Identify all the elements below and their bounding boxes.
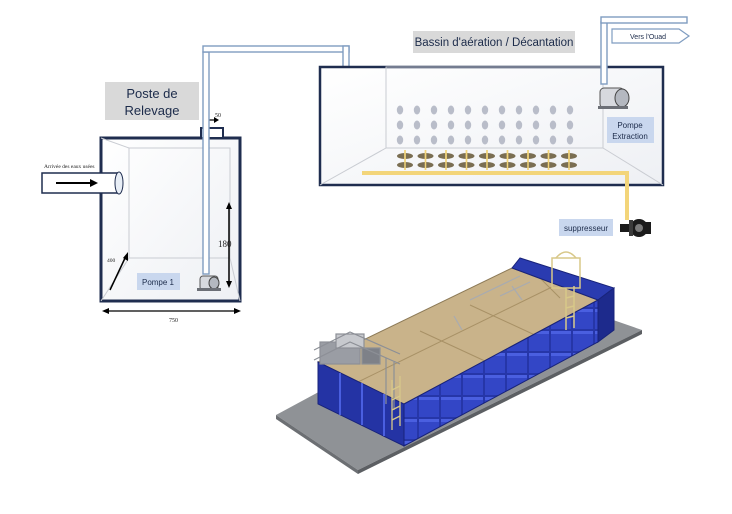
dim-height: 180 — [218, 239, 232, 249]
air-bubble — [413, 105, 421, 115]
ladder-left — [391, 376, 401, 430]
air-bubble — [549, 105, 557, 115]
poste-de-relevage: Poste de Relevage 50 Arrivée des eaux us… — [41, 82, 242, 324]
dim-depth: 400 — [107, 258, 116, 264]
pompe-extraction-label-line1: Pompe — [617, 121, 643, 130]
air-bubble — [498, 105, 506, 115]
transfer-pipe — [202, 45, 352, 275]
air-bubble — [481, 120, 489, 130]
inlet-label: Arrivée des eaux usées — [44, 164, 95, 170]
bassin-aeration: Bassin d'aération / Décantation Vers l'O… — [318, 16, 691, 237]
poste-tank-back-wall — [128, 147, 231, 259]
air-bubble — [515, 135, 523, 145]
air-bubble — [481, 105, 489, 115]
air-bubble — [481, 135, 489, 145]
bassin-label-box — [413, 31, 575, 53]
blower-icon — [620, 219, 651, 237]
poste-label-box — [105, 82, 199, 120]
poste-hatch — [200, 127, 224, 139]
pump-icon — [197, 275, 221, 291]
ladder-tower-right — [551, 251, 581, 330]
air-bubble — [498, 120, 506, 130]
outlet-pipe — [600, 16, 688, 85]
air-bubble — [464, 135, 472, 145]
air-bubble — [566, 120, 574, 130]
poste-label-line2: Relevage — [125, 103, 180, 118]
air-bubble — [532, 135, 540, 145]
air-bubble — [396, 120, 404, 130]
container-plant-render — [276, 251, 642, 474]
suppresseur-label-box — [559, 219, 613, 236]
pump-icon-extraction — [598, 87, 630, 109]
vers-ouad-arrow-icon — [611, 28, 691, 44]
air-bubble — [430, 120, 438, 130]
dim-pipe-50: 50 — [215, 113, 221, 119]
air-bubble — [447, 120, 455, 130]
air-bubble — [515, 120, 523, 130]
pompe1-label: Pompe 1 — [142, 278, 175, 287]
poste-label-line1: Poste de — [126, 86, 177, 101]
air-line — [362, 171, 629, 220]
air-bubble — [396, 105, 404, 115]
air-bubble — [413, 135, 421, 145]
air-bubble — [464, 105, 472, 115]
air-bubble — [413, 120, 421, 130]
pompe-extraction-label-line2: Extraction — [612, 132, 648, 141]
suppresseur-label: suppresseur — [564, 224, 608, 233]
air-bubble — [532, 120, 540, 130]
air-bubble — [549, 135, 557, 145]
dim-width: 750 — [169, 318, 178, 324]
vers-ouad-label: Vers l'Ouad — [630, 34, 666, 41]
air-bubble — [447, 105, 455, 115]
air-bubble — [566, 105, 574, 115]
air-bubble — [396, 135, 404, 145]
air-bubble — [498, 135, 506, 145]
deck-equipment — [313, 331, 401, 410]
air-bubble — [430, 135, 438, 145]
air-bubble — [447, 135, 455, 145]
air-bubble — [464, 120, 472, 130]
air-bubble — [532, 105, 540, 115]
pompe-extraction-label-box — [607, 117, 654, 143]
air-bubble — [549, 120, 557, 130]
air-bubbles — [396, 105, 574, 145]
air-bubble — [515, 105, 523, 115]
pompe1-label-box — [137, 273, 180, 290]
diffusers — [397, 150, 577, 170]
air-bubble — [430, 105, 438, 115]
bassin-label: Bassin d'aération / Décantation — [415, 37, 574, 49]
air-bubble — [566, 135, 574, 145]
